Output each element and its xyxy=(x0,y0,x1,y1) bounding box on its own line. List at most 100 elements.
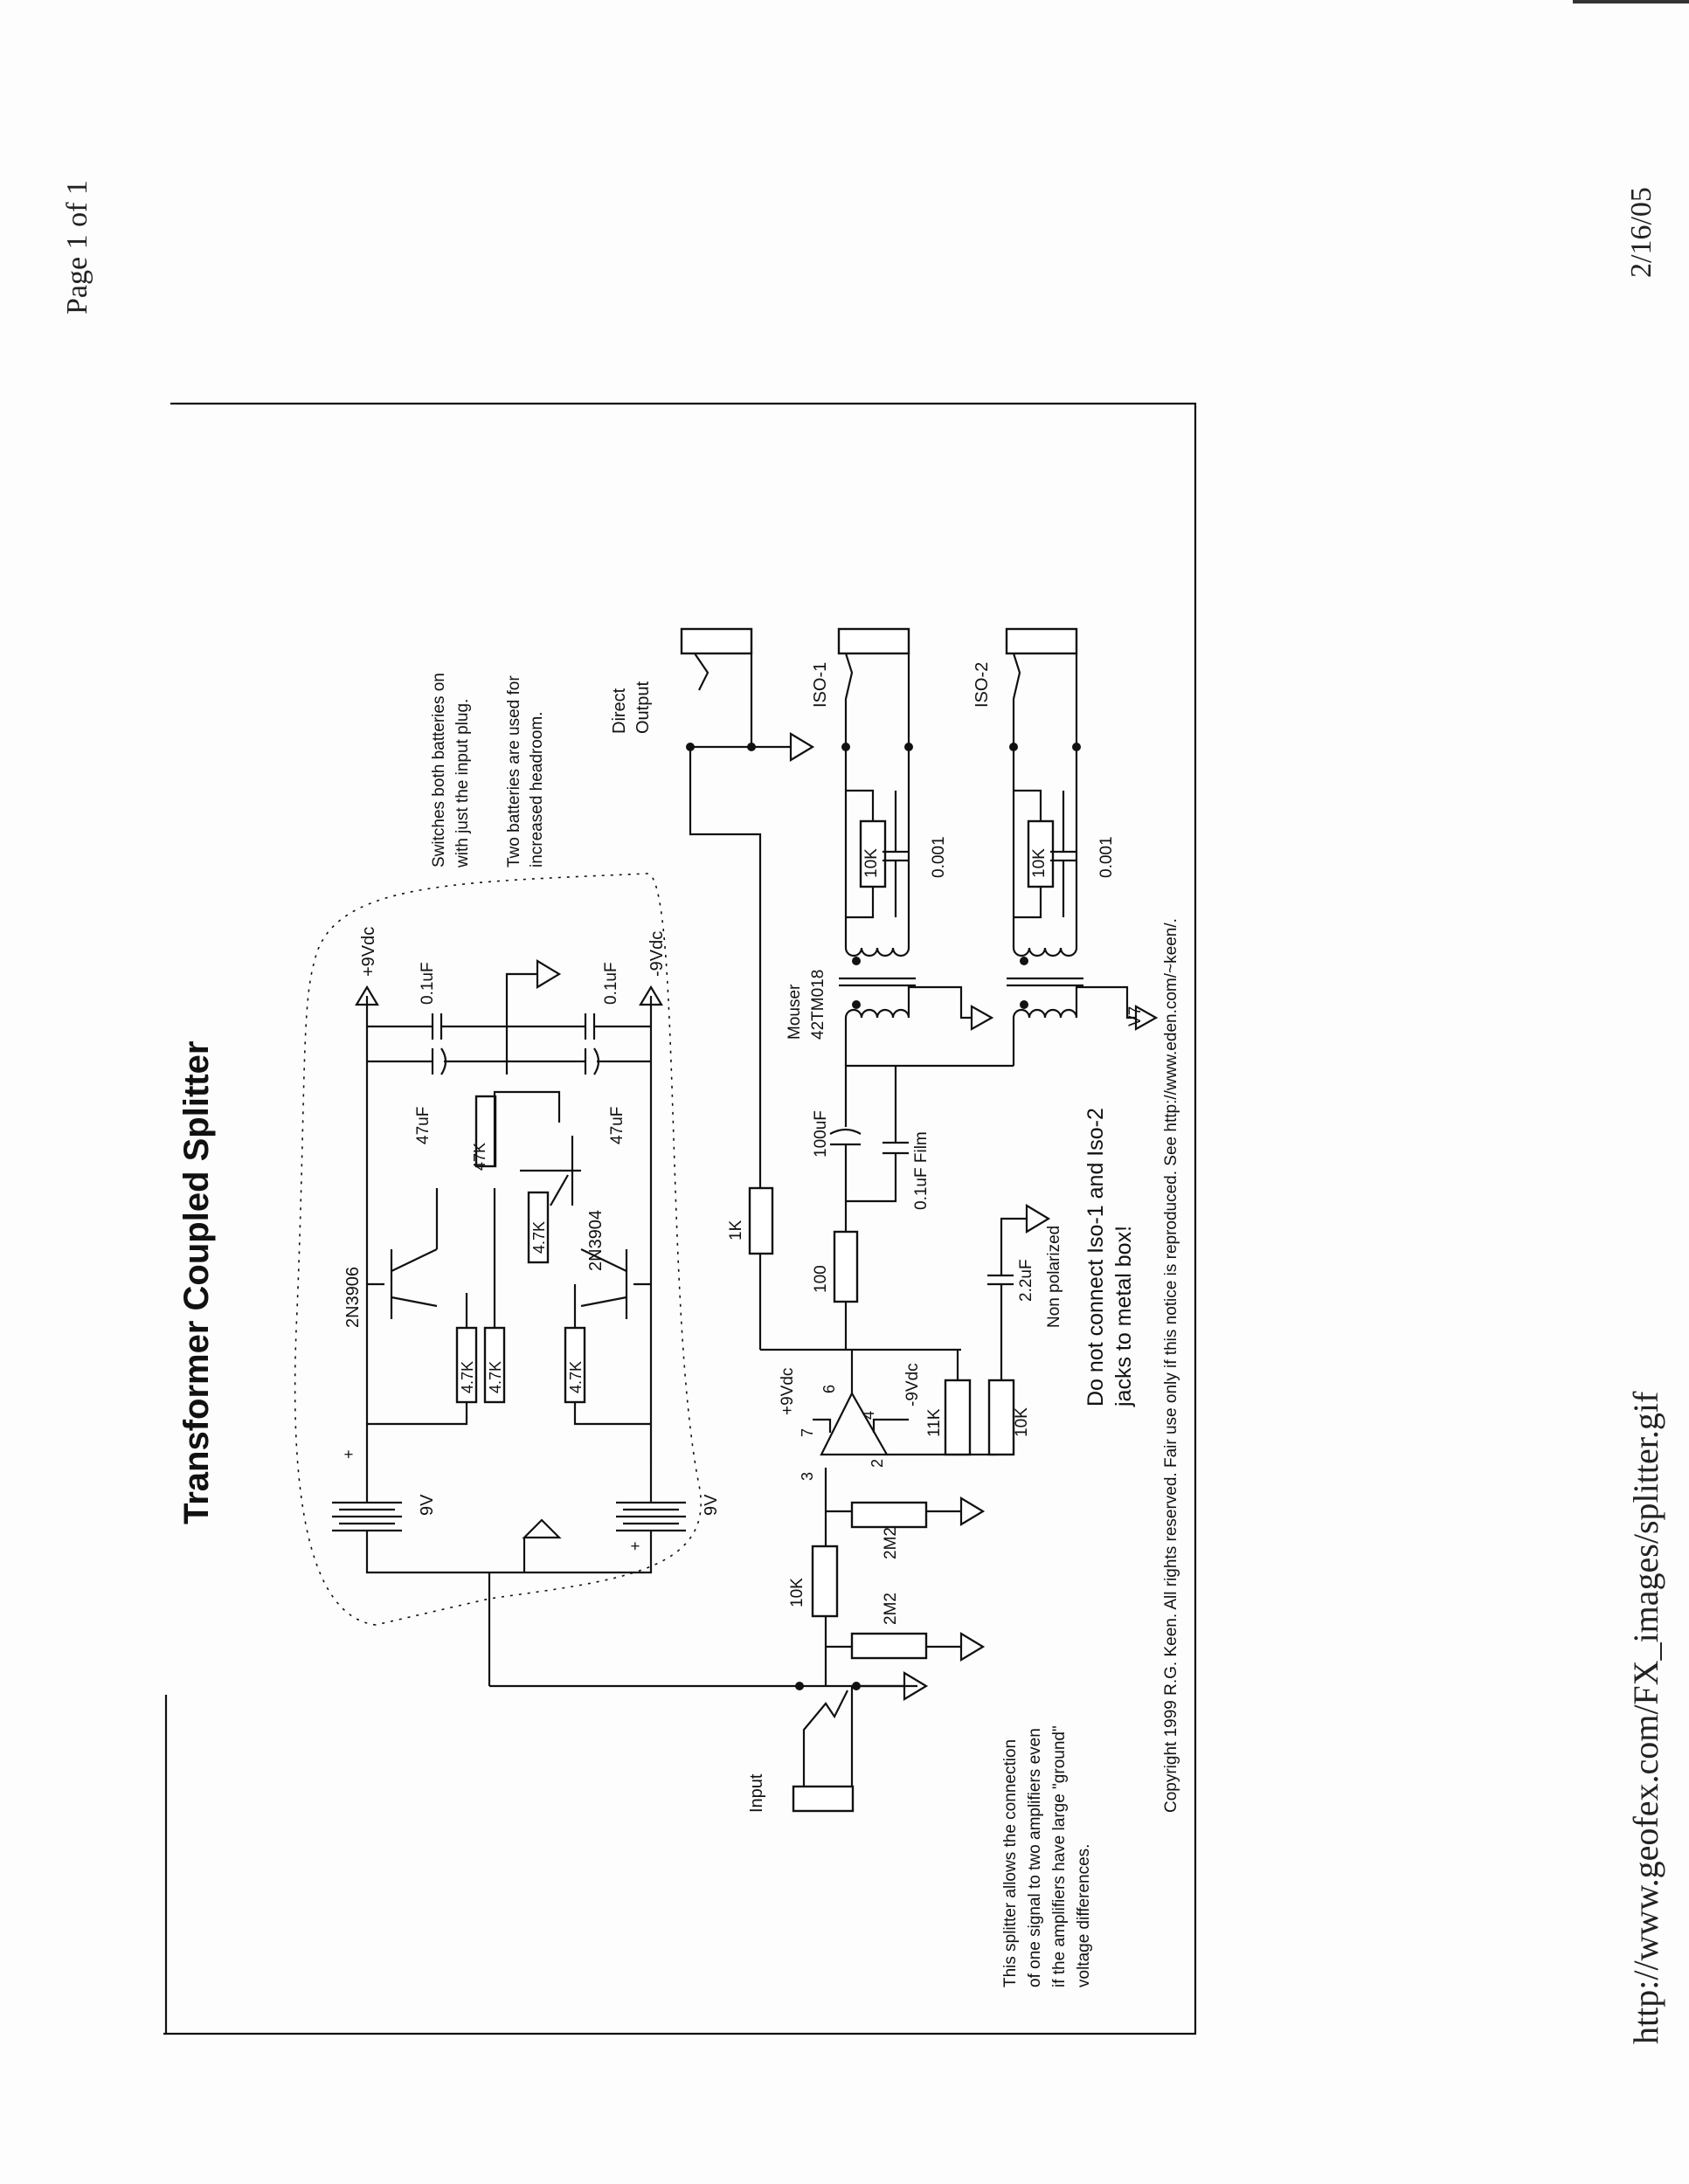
note-copyright: Copyright 1999 R.G. Keen. All rights res… xyxy=(1162,918,1180,1813)
resistor-47k-label: 47K xyxy=(471,1143,488,1171)
opamp-pin4: 4 xyxy=(860,1411,877,1420)
resistor-10k-feedback-label: 10K xyxy=(1013,1407,1031,1437)
transistor-q3 xyxy=(520,1136,581,1206)
iso1-jack[interactable] xyxy=(837,627,910,655)
battery-1-plus: + xyxy=(340,1449,357,1459)
opamp-pin6: 6 xyxy=(820,1385,838,1393)
neg-rail-arrow xyxy=(639,985,663,1006)
resistor-1k xyxy=(748,1186,774,1255)
note-description-line4: voltage differences. xyxy=(1075,1844,1093,1987)
direct-output-label-line2: Output xyxy=(633,681,653,734)
capacitor-47uf-2 xyxy=(507,1047,651,1075)
opamp-pos-supply: +9Vdc xyxy=(779,1368,797,1415)
ground-symbol-midrail xyxy=(536,959,562,989)
v7-label: V7 xyxy=(1126,1006,1145,1026)
capacitor-47uf-2-label: 47uF xyxy=(608,1107,626,1144)
ground-symbol-battery xyxy=(522,1518,562,1539)
resistor-4k7-d-label: 4.7K xyxy=(530,1221,548,1254)
opamp-neg-supply: -9Vdc xyxy=(903,1363,922,1406)
note-batteries: Two batteries are used for increased hea… xyxy=(505,675,546,867)
transistor-q1 xyxy=(367,1188,439,1319)
battery-2 xyxy=(616,1468,686,1568)
resistor-10k-iso2-label: 10K xyxy=(1030,848,1049,878)
iso1-jack-label: ISO-1 xyxy=(811,662,830,708)
opamp-pin3: 3 xyxy=(799,1472,816,1481)
resistor-11k-label: 11K xyxy=(925,1408,944,1437)
resistor-10k-iso1-label: 10K xyxy=(862,848,881,878)
direct-output-label-line1: Direct xyxy=(610,688,629,734)
transistor-q1-label: 2N3906 xyxy=(343,1267,363,1328)
note-warning: Do not connect Iso-1 and Iso-2 jacks to … xyxy=(1083,1108,1136,1407)
transistor-q2 xyxy=(580,1248,651,1319)
neg-rail-label: -9Vdc xyxy=(647,931,667,977)
resistor-2m2-a-label: 2M2 xyxy=(882,1593,900,1625)
capacitor-47uf-1-label: 47uF xyxy=(414,1107,433,1144)
battery-1-label: 9V xyxy=(418,1494,437,1516)
resistor-10k-input-label: 10K xyxy=(788,1578,806,1607)
capacitor-47uf-1 xyxy=(367,1047,507,1075)
pos-rail-arrow xyxy=(355,985,379,1006)
capacitor-0u1-1-label: 0.1uF xyxy=(419,962,437,1005)
note-switches: Switches both batteries on with just the… xyxy=(430,673,472,868)
capacitor-0u1-2-label: 0.1uF xyxy=(602,962,620,1005)
transformer-1 xyxy=(839,947,994,1066)
transformer-2 xyxy=(1007,947,1159,1066)
note-description: This splitter allows the connection of o… xyxy=(1001,1725,1093,1987)
resistor-11k xyxy=(944,1379,972,1456)
capacitor-2u2-label: 2.2uF xyxy=(1017,1259,1035,1302)
note-warning-line1: Do not connect Iso-1 and Iso-2 xyxy=(1083,1108,1108,1406)
scanner-edge xyxy=(1573,0,1689,3)
resistor-1k-label: 1K xyxy=(727,1220,745,1241)
capacitor-film-label: 0.1uF Film xyxy=(912,1131,931,1210)
input-jack-label: Input xyxy=(747,1773,766,1813)
resistor-4k7-b-label: 4.7K xyxy=(487,1361,504,1393)
note-description-line3: if the amplifiers have large "ground" xyxy=(1050,1725,1069,1987)
diagram-frame xyxy=(163,402,1197,2035)
transformer-label-line1: Mouser xyxy=(786,984,804,1040)
note-switches-line1: Switches both batteries on xyxy=(430,673,448,867)
opamp-symbol xyxy=(820,1391,889,1456)
resistor-2m2-a xyxy=(850,1632,928,1660)
capacitor-iso2-label: 0.001 xyxy=(1097,836,1116,878)
resistor-2m2-b xyxy=(850,1501,928,1529)
resistor-10k-iso1 xyxy=(859,819,887,888)
ground-symbol-2m2b xyxy=(959,1496,986,1526)
ground-symbol-feedback xyxy=(1025,1204,1051,1234)
note-description-line1: This splitter allows the connection xyxy=(1001,1739,1020,1987)
iso2-jack[interactable] xyxy=(1005,627,1078,655)
capacitor-0u1-2 xyxy=(507,1013,651,1040)
input-jack[interactable] xyxy=(792,1785,855,1813)
transistor-q2-label: 2N3904 xyxy=(586,1210,606,1271)
pos-rail-label: +9Vdc xyxy=(359,927,378,977)
capacitor-100uf-label: 100uF xyxy=(812,1110,830,1158)
battery-2-label: 9V xyxy=(702,1494,721,1516)
resistor-10k-feedback xyxy=(987,1379,1015,1456)
capacitor-0u1-1 xyxy=(367,1013,507,1040)
resistor-10k-input xyxy=(811,1545,839,1618)
battery-switch-enclosure xyxy=(294,873,702,1626)
capacitor-non-polarized-label: Non polarized xyxy=(1045,1226,1063,1328)
direct-output-jack[interactable] xyxy=(680,627,753,655)
transformer-label-line2: 42TM018 xyxy=(809,970,827,1040)
battery-1 xyxy=(332,1468,402,1568)
resistor-100-label: 100 xyxy=(812,1265,830,1293)
iso2-jack-label: ISO-2 xyxy=(973,662,992,708)
ground-symbol-2m2a xyxy=(959,1632,986,1662)
diagram-title: Transformer Coupled Splitter xyxy=(177,1041,216,1524)
resistor-100 xyxy=(833,1230,859,1303)
resistor-4k7-d xyxy=(527,1191,550,1264)
ground-symbol-input xyxy=(903,1671,929,1701)
opamp-pin2: 2 xyxy=(869,1459,886,1468)
capacitor-iso1-label: 0.001 xyxy=(930,836,948,878)
resistor-4k7-a-label: 4.7K xyxy=(459,1361,476,1393)
note-batteries-line2: increased headroom. xyxy=(528,712,546,868)
resistor-4k7-c-label: 4.7K xyxy=(567,1361,585,1393)
resistor-2m2-b-label: 2M2 xyxy=(882,1527,900,1559)
note-description-line2: of one signal to two amplifiers even xyxy=(1026,1728,1044,1987)
note-batteries-line1: Two batteries are used for xyxy=(505,675,523,867)
note-switches-line2: with just the input plug. xyxy=(453,699,472,868)
note-warning-line2: jacks to metal box! xyxy=(1111,1226,1136,1407)
battery-2-plus: + xyxy=(626,1541,644,1551)
